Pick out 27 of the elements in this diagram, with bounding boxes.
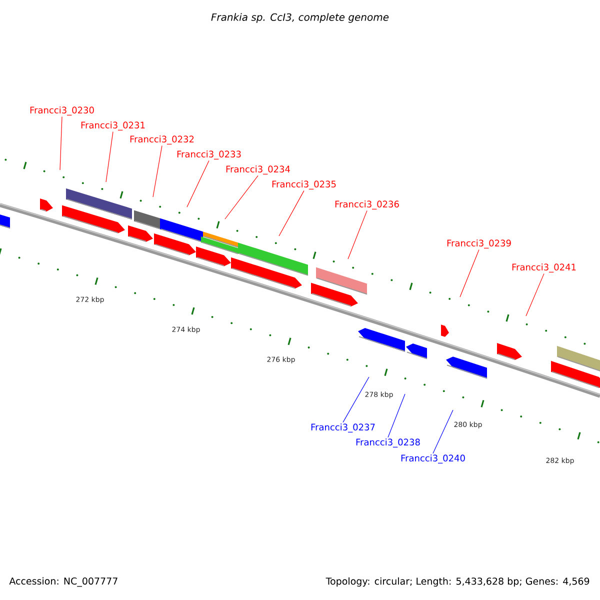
gene-label: Francci3_0241: [512, 264, 576, 272]
gene-label: Francci3_0235: [272, 180, 336, 190]
footer-text: Topology: circular; Length: 5,433,628 bp; Genes: 4,569: [326, 577, 590, 587]
leader-line: [106, 131, 114, 182]
title: Frankia sp. CcI3, complete genome: [211, 13, 389, 23]
gene-label: Francci3_0238: [356, 438, 420, 448]
leader-line: [278, 190, 304, 236]
leader-line: [60, 116, 62, 170]
leader-line: [432, 410, 454, 454]
leader-line: [342, 376, 370, 423]
gene-label: Francci3_0237: [311, 424, 375, 432]
leader-line: [152, 145, 162, 198]
gene-label: Francci3_0234: [226, 166, 290, 174]
gene-label: Francci3_0239: [447, 240, 511, 248]
leader-line: [348, 210, 368, 260]
footer-text: Accession: NC_007777: [9, 577, 118, 587]
gene-label: Francci3_0232: [130, 136, 194, 144]
gene-label: Francci3_0240: [401, 454, 465, 464]
gene-label: Francci3_0233: [177, 150, 241, 160]
leader-line: [388, 394, 406, 438]
leader-line: [186, 160, 210, 208]
leader-line: [526, 273, 544, 316]
gene-label: Francci3_0230: [30, 106, 94, 116]
leader-line: [224, 175, 258, 220]
gene-label: Francci3_0236: [335, 200, 399, 210]
gene-label: Francci3_0231: [81, 122, 145, 130]
leader-line: [460, 249, 480, 298]
